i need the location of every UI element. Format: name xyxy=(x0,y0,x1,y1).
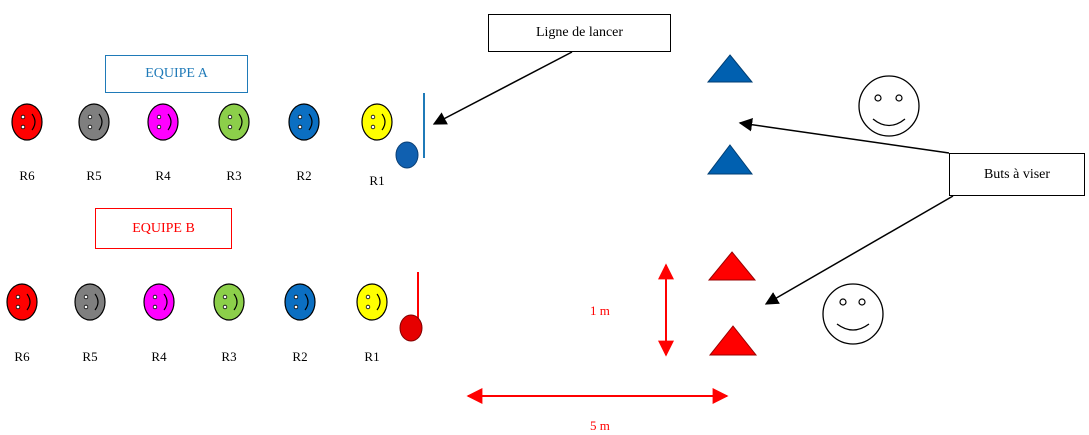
team_b-player-r1: R1 xyxy=(356,283,388,364)
team_b-player-r3: R3 xyxy=(213,283,245,364)
team-a-label: EQUIPE A xyxy=(145,66,208,81)
team_a-player-r2: R2 xyxy=(288,103,320,183)
goal-red-top xyxy=(707,251,757,281)
goal-red-bottom xyxy=(708,325,758,356)
team-a-ball xyxy=(395,141,419,169)
smiley-face-icon xyxy=(6,283,38,321)
team_a-player-r3: R3 xyxy=(218,103,250,183)
targets-arrow-bottom xyxy=(764,195,954,305)
targets-callout: Buts à viser xyxy=(949,153,1085,196)
smiley-face-icon xyxy=(78,103,110,141)
team_b-player-label: R5 xyxy=(82,349,97,364)
team-b-label: EQUIPE B xyxy=(132,220,195,236)
smiley-face-icon xyxy=(284,283,316,321)
vertical-dimension-label: 1 m xyxy=(590,303,610,318)
referee-bottom xyxy=(822,283,884,345)
smiley-face-icon xyxy=(218,103,250,141)
smiley-face-icon xyxy=(74,283,106,321)
referee-top xyxy=(858,75,920,137)
throw-line-callout: Ligne de lancer xyxy=(488,14,671,52)
team_a-player-label: R5 xyxy=(86,168,101,183)
smiley-face-icon xyxy=(858,75,920,137)
team_b-player-r6: R6 xyxy=(6,283,38,364)
throw-line-callout-text: Ligne de lancer xyxy=(535,25,624,40)
smiley-face-icon xyxy=(356,283,388,321)
smiley-face-icon xyxy=(361,103,393,141)
smiley-face-icon xyxy=(11,103,43,141)
team-a-label-box: EQUIPE A xyxy=(105,55,248,93)
team_b-player-label: R1 xyxy=(364,349,379,364)
smiley-face-icon xyxy=(213,283,245,321)
team_b-player-r4: R4 xyxy=(143,283,175,364)
team_b-player-label: R4 xyxy=(151,349,167,364)
team_a-player-r5: R5 xyxy=(78,103,110,183)
smiley-face-icon xyxy=(288,103,320,141)
targets-arrow-top xyxy=(738,118,950,154)
team_b-player-label: R6 xyxy=(14,349,30,364)
team_a-player-r1: R1 xyxy=(361,103,393,188)
team_b-player-r2: R2 xyxy=(284,283,316,364)
smiley-face-icon xyxy=(143,283,175,321)
team_a-player-label: R4 xyxy=(155,168,171,183)
smiley-face-icon xyxy=(147,103,179,141)
team_a-player-r6: R6 xyxy=(11,103,43,183)
horizontal-dimension-label: 5 m xyxy=(590,418,610,433)
team_a-player-label: R1 xyxy=(369,173,384,188)
team_a-player-label: R3 xyxy=(226,168,241,183)
smiley-face-icon xyxy=(822,283,884,345)
targets-callout-text: Buts à viser xyxy=(983,166,1051,182)
team-b-ball xyxy=(399,314,423,342)
team-a-players: R6 R5 R4 R3 R2 R1 xyxy=(11,103,393,188)
team-b-label-box: EQUIPE B xyxy=(95,208,232,249)
team_b-player-r5: R5 xyxy=(74,283,106,364)
team_a-player-label: R2 xyxy=(296,168,311,183)
team_a-player-r4: R4 xyxy=(147,103,179,183)
goal-blue-bottom xyxy=(706,144,754,175)
goal-blue-top xyxy=(706,54,754,83)
throw-line-arrow xyxy=(432,51,573,125)
team-b-players: R6 R5 R4 R3 R2 R1 xyxy=(6,283,388,364)
team_b-player-label: R3 xyxy=(221,349,236,364)
team_a-player-label: R6 xyxy=(19,168,35,183)
team_b-player-label: R2 xyxy=(292,349,307,364)
